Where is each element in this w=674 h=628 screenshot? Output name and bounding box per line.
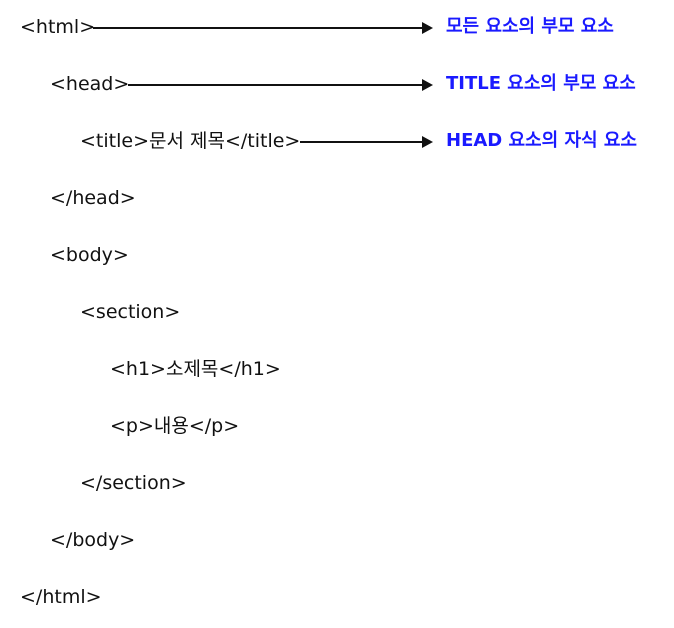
arrow-head-tag-head <box>422 79 433 91</box>
code-p-line: <p>내용</p> <box>110 415 240 437</box>
code-html-close: </html> <box>20 586 102 608</box>
arrow-html-line <box>93 27 423 29</box>
code-head-close: </head> <box>50 187 136 209</box>
code-head-open: <head> <box>50 73 130 95</box>
code-h1-line: <h1>소제목</h1> <box>110 358 281 380</box>
arrow-html-head <box>422 22 433 34</box>
arrow-head-tag-line <box>128 84 423 86</box>
note-head-parent: TITLE 요소의 부모 요소 <box>446 73 636 94</box>
arrow-title-line <box>300 141 423 143</box>
arrow-head-tag <box>128 79 433 91</box>
code-section-close: </section> <box>80 472 187 494</box>
code-body-open: <body> <box>50 244 129 266</box>
code-section-open: <section> <box>80 301 181 323</box>
code-html-open: <html> <box>20 16 96 38</box>
note-head-child: HEAD 요소의 자식 요소 <box>446 130 637 151</box>
arrow-html <box>93 22 433 34</box>
note-html-parent: 모든 요소의 부모 요소 <box>446 16 614 37</box>
arrow-title-head <box>422 136 433 148</box>
arrow-title <box>300 136 433 148</box>
code-body-close: </body> <box>50 529 136 551</box>
code-title-line: <title>문서 제목</title> <box>80 130 301 152</box>
